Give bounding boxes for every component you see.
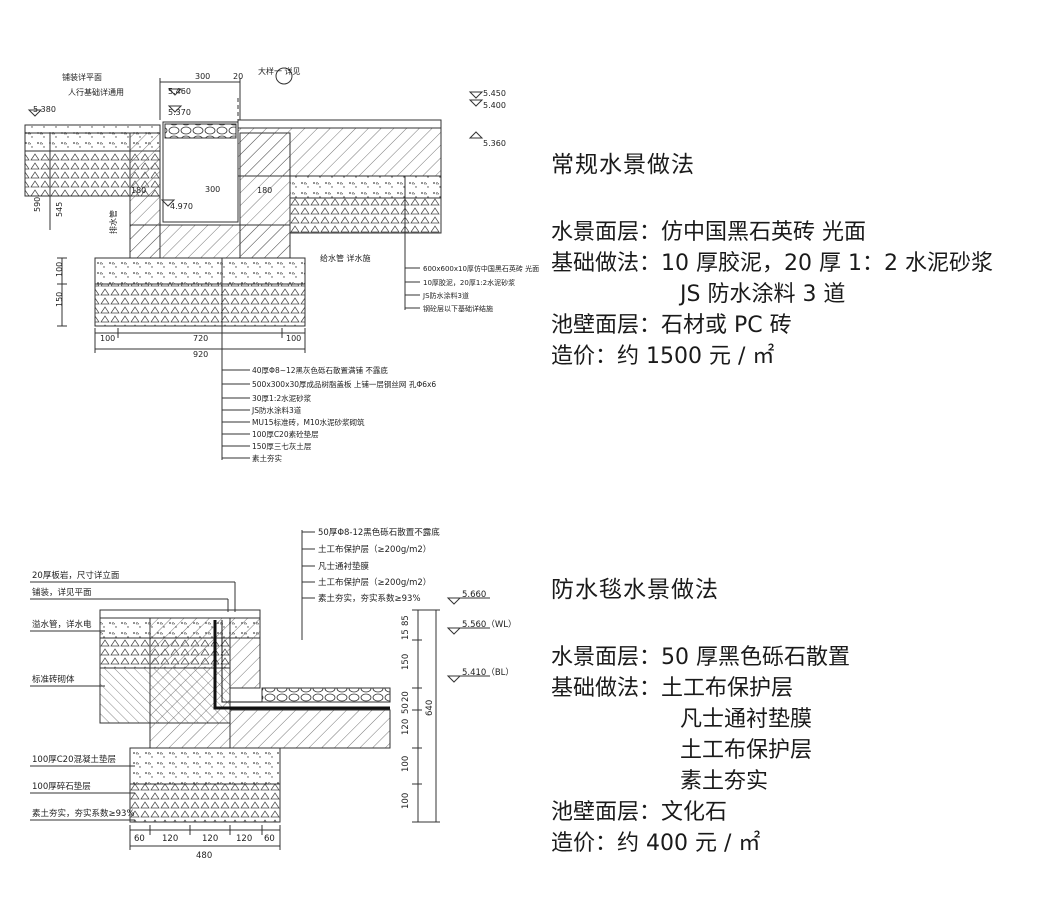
note-7: 150厚三七灰土层 <box>252 441 312 451</box>
left-note-5: 100厚C20混凝土垫层 <box>32 754 116 765</box>
drawing1-texts: 300 20 5.460 5.370 5.380 5.450 5.400 5.3… <box>33 66 539 463</box>
spec-section-waterproof: 防水毯水景做法 水景面层：50 厚黑色砾石散置 基础做法：土工布保护层 凡士通衬… <box>551 570 850 859</box>
top-note-2: 土工布保护层（≥200g/m2） <box>318 544 431 555</box>
spec-line: 凡士通衬垫膜 <box>680 707 813 732</box>
spec-line: 素土夯实 <box>680 769 769 794</box>
spec-line: 土工布保护层 <box>680 738 813 763</box>
layer-note-2: 10厚胶泥，20厚1:2水泥砂浆 <box>423 278 515 287</box>
spec-line: 水景面层：50 厚黑色砾石散置 <box>551 645 851 670</box>
left-note-7: 素土夯实，夯实系数≥93% <box>32 808 135 819</box>
vdim-640: 640 <box>425 700 435 716</box>
section-title: 防水毯水景做法 <box>551 577 719 603</box>
vdim-100b: 100 <box>401 793 411 809</box>
drawing2-texts: 50厚Φ8-12黑色砾石散置不露底 土工布保护层（≥200g/m2） 凡士通衬垫… <box>32 527 516 861</box>
drawing-standard-water-feature <box>24 67 484 460</box>
hdim-120a: 120 <box>162 834 178 844</box>
vdim-20: 20 <box>401 691 411 702</box>
dim-920: 920 <box>193 350 208 359</box>
top-note-1: 50厚Φ8-12黑色砾石散置不露底 <box>318 527 440 538</box>
label-sidewalk: 人行基础详通用 <box>68 87 124 97</box>
dim-180b: 180 <box>257 186 272 195</box>
hdim-60b: 60 <box>264 834 275 844</box>
construction-drawings: 300 20 5.460 5.370 5.380 5.450 5.400 5.3… <box>24 66 539 861</box>
layer-note-3: JS防水涂料3道 <box>422 291 469 300</box>
dim-545: 545 <box>55 202 64 217</box>
drawing-waterproof-blanket-feature <box>30 530 490 850</box>
hdim-120c: 120 <box>236 834 252 844</box>
label-paving: 铺装详平面 <box>62 72 102 82</box>
level-wl: 5.560（WL） <box>462 619 516 630</box>
note-2: 500x300x30厚成品树脂盖板 上铺一层钢丝网 孔Φ6x6 <box>252 379 436 389</box>
level-5380: 5.380 <box>33 105 56 114</box>
spec-line: 池壁面层：石材或 PC 砖 <box>551 313 792 338</box>
dim-300: 300 <box>195 72 210 81</box>
top-note-3: 凡士通衬垫膜 <box>318 561 370 572</box>
left-note-4: 标准砖砌体 <box>32 674 75 685</box>
level-top: 5.660 <box>462 590 486 600</box>
left-note-2: 铺装，详见平面 <box>32 587 92 598</box>
hdim-120b: 120 <box>202 834 218 844</box>
spec-line: 水景面层：仿中国黑石英砖 光面 <box>551 220 867 245</box>
dim-300b: 300 <box>205 185 220 194</box>
top-note-5: 素土夯实，夯实系数≥93% <box>318 593 421 604</box>
dim-100: 100 <box>55 262 64 277</box>
hdim-480: 480 <box>196 851 212 861</box>
section-title: 常规水景做法 <box>551 152 695 178</box>
left-note-6: 100厚碎石垫层 <box>32 781 91 792</box>
level-5400: 5.400 <box>483 101 506 110</box>
dim-20: 20 <box>233 72 243 81</box>
left-note-3: 溢水管，详水电 <box>32 619 92 630</box>
vdim-100a: 100 <box>401 756 411 772</box>
vdim-120: 120 <box>401 719 411 735</box>
vdim-85: 85 <box>401 615 411 626</box>
level-4970: 4.970 <box>170 202 193 211</box>
spec-section-standard: 常规水景做法 水景面层：仿中国黑石英砖 光面 基础做法：10 厚胶泥，20 厚 … <box>551 145 993 372</box>
vdim-50: 50 <box>401 703 411 714</box>
vdim-15: 15 <box>401 629 411 640</box>
label-detail: 大样一 详见 <box>258 66 301 76</box>
note-6: 100厚C20素砼垫层 <box>252 429 319 439</box>
dim-100-right: 100 <box>286 334 301 343</box>
level-5370: 5.370 <box>168 108 191 117</box>
level-bl: 5.410（BL） <box>462 667 514 678</box>
hdim-60a: 60 <box>134 834 145 844</box>
level-5450: 5.450 <box>483 89 506 98</box>
level-5460: 5.460 <box>168 87 191 96</box>
spec-line: 基础做法：10 厚胶泥，20 厚 1：2 水泥砂浆 <box>551 251 993 276</box>
dim-100-left: 100 <box>100 334 115 343</box>
dim-720: 720 <box>193 334 208 343</box>
spec-line: 造价：约 400 元 / ㎡ <box>551 831 761 856</box>
vdim-150: 150 <box>401 654 411 670</box>
top-note-4: 土工布保护层（≥200g/m2） <box>318 577 431 588</box>
note-5: MU15标准砖，M10水泥砂浆砌筑 <box>252 417 365 427</box>
spec-line: JS 防水涂料 3 道 <box>680 282 846 307</box>
left-note-1: 20厚板岩，尺寸详立面 <box>32 570 120 581</box>
layer-note-1: 600x600x10厚仿中国黑石英砖 光面 <box>423 264 539 273</box>
dim-590: 590 <box>33 197 42 212</box>
spec-line: 基础做法：土工布保护层 <box>551 676 794 701</box>
note-8: 素土夯实 <box>252 453 282 463</box>
level-5360: 5.360 <box>483 139 506 148</box>
spec-line: 造价：约 1500 元 / ㎡ <box>551 344 775 369</box>
layer-note-4: 钢砼层以下基础详结施 <box>423 304 493 313</box>
label-overflow: 给水管 详水施 <box>320 253 371 263</box>
note-3: 30厚1:2水泥砂浆 <box>252 393 312 403</box>
note-1: 40厚Φ8~12黑灰色砾石散置满铺 不露底 <box>252 365 388 375</box>
dim-150: 150 <box>55 292 64 307</box>
dim-180a: 180 <box>131 186 146 195</box>
label-drain: 排水管 <box>108 210 118 234</box>
note-4: JS防水涂料3道 <box>251 405 302 415</box>
spec-line: 池壁面层：文化石 <box>551 800 728 825</box>
